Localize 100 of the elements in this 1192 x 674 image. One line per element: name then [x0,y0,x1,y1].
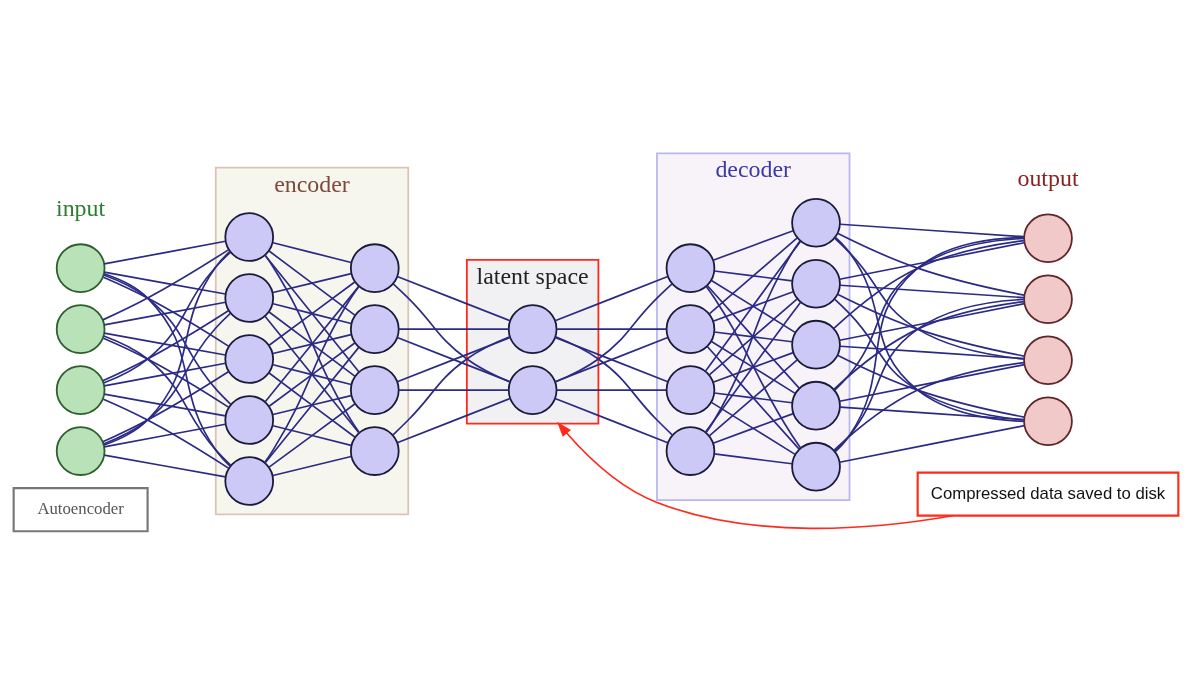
connector [272,363,352,385]
connector [833,236,1025,360]
connector [103,361,227,387]
node-box: Autoencoder [12,486,149,532]
node-circle [349,303,400,354]
connector [836,231,1025,296]
cluster: decoder [656,151,851,501]
connector [272,241,352,263]
connector [712,412,795,444]
connector [833,298,1025,452]
connector [836,353,1025,418]
node-circle [665,425,716,476]
connector [706,345,801,450]
cluster: encoder [214,166,410,515]
connector [272,455,352,476]
connector [103,422,227,448]
connector [833,239,1025,329]
connector [102,275,230,347]
connector [268,249,356,316]
connector [392,335,511,436]
connector [102,397,230,469]
connector [102,273,232,405]
node-circle [791,258,841,308]
connector [102,250,232,384]
node-circle [349,242,400,293]
connector [268,280,356,346]
node-circle [791,319,841,369]
connector [554,397,669,443]
node-circle [665,303,716,354]
connector [102,248,230,321]
connector [268,371,356,438]
node-circle [791,441,841,491]
connector [839,405,1025,420]
node-box: Compressed data saved to disk [916,471,1180,517]
connector [710,279,796,333]
node-circle [791,380,841,430]
connector [392,282,511,383]
connector [272,424,352,446]
connector [836,292,1025,357]
node-circle [224,394,275,445]
connector [708,297,799,376]
arrow [556,421,954,529]
node-circle [1023,273,1073,324]
node-circle [665,242,716,293]
node-circle [665,364,716,415]
connector [706,284,801,389]
node-circle [224,455,275,506]
connector [103,331,227,356]
connector [704,240,802,372]
connector [264,345,360,464]
connector [272,272,352,293]
connector [833,297,1025,421]
connector [396,397,511,444]
connector [713,269,793,282]
connector [712,229,795,261]
connector [398,388,510,391]
connector [103,392,227,417]
connector [103,300,227,326]
connector [272,333,352,354]
node-circle [224,211,275,262]
connector [838,424,1026,463]
node-circle [55,425,106,476]
node-circle [1023,212,1073,263]
connector [264,253,360,373]
connector [555,388,668,391]
connector [396,275,511,322]
connector [839,344,1025,359]
connector [102,309,230,382]
connector [264,314,360,434]
node-circle [55,242,106,293]
node-circle [791,197,841,247]
connector [554,275,669,322]
connector [103,453,227,478]
connector [103,239,227,265]
cluster: latent space [465,258,600,424]
connector [712,290,795,322]
connector [708,236,799,315]
node-circle [1023,395,1073,446]
connector [103,270,227,295]
connector [554,282,673,383]
connector [102,370,230,443]
node-circle [507,364,558,415]
connector [268,310,356,377]
label: input [56,194,106,221]
node-circle [55,303,106,354]
node-circle [507,303,558,354]
label: output [1017,164,1079,191]
connector [272,394,352,415]
node-circle [224,272,275,323]
node-circle [349,425,400,476]
connector [102,311,232,445]
connector [710,401,796,455]
connector [712,351,795,383]
connector [839,283,1025,299]
node-circle [224,333,275,384]
connector [838,363,1026,402]
connector [103,250,231,446]
connector [705,239,801,434]
node-circle [55,364,106,415]
connector [398,327,510,330]
